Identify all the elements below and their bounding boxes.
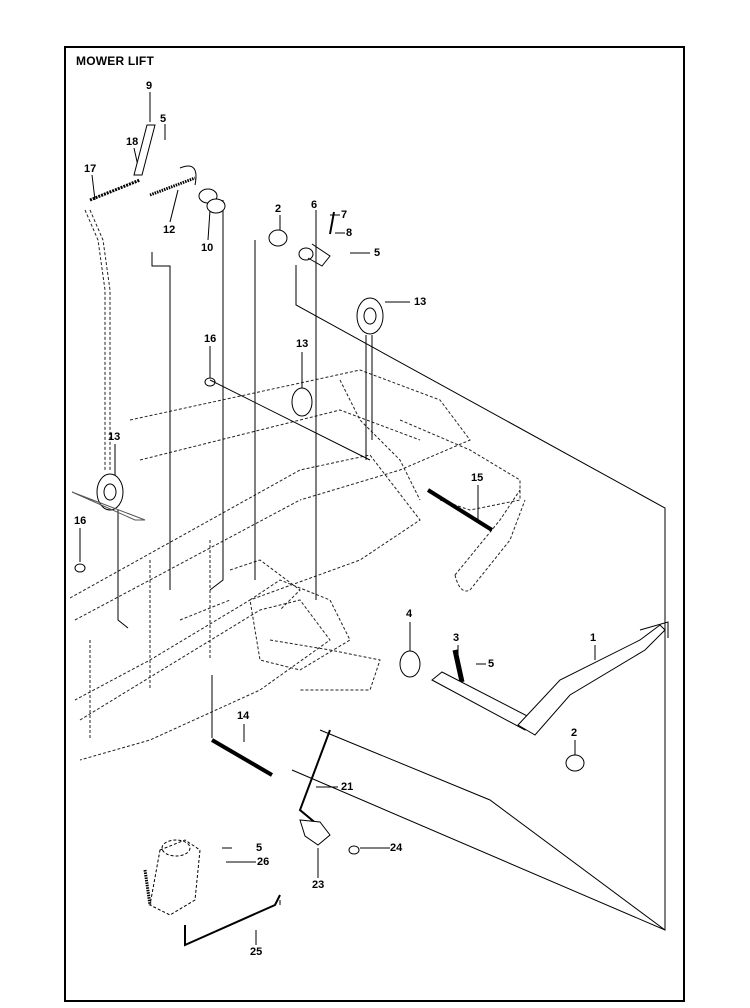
callout-2: 2 [571,727,578,739]
callout-25: 25 [250,946,263,958]
diagram-title: MOWER LIFT [76,54,154,68]
callout-9: 9 [146,80,153,92]
callout-10: 10 [201,242,214,254]
callout-13: 13 [414,296,427,308]
callout-14: 14 [237,710,250,722]
callout-7: 7 [341,209,348,221]
callout-23: 23 [312,879,325,891]
callout-17: 17 [84,163,97,175]
callout-6: 6 [311,199,318,211]
callout-2: 2 [275,203,282,215]
callout-4: 4 [406,608,413,620]
callout-13: 13 [296,338,309,350]
chassis-frame [69,209,526,761]
callout-15: 15 [471,472,484,484]
callout-21: 21 [341,781,354,793]
diagram-frame [64,46,685,1002]
callout-1: 1 [590,632,597,644]
callout-16: 16 [204,333,217,345]
parts [71,124,669,947]
callout-26: 26 [257,856,270,868]
callout-8: 8 [346,227,353,239]
callout-3: 3 [453,632,460,644]
callout-16: 16 [74,515,87,527]
callout-5: 5 [256,842,263,854]
callout-13: 13 [108,431,121,443]
leader-lines [79,92,666,945]
callout-12: 12 [163,224,176,236]
callout-24: 24 [390,842,403,854]
callout-18: 18 [126,136,139,148]
callout-5: 5 [160,113,167,125]
callout-5: 5 [374,247,381,259]
callout-5: 5 [488,658,495,670]
